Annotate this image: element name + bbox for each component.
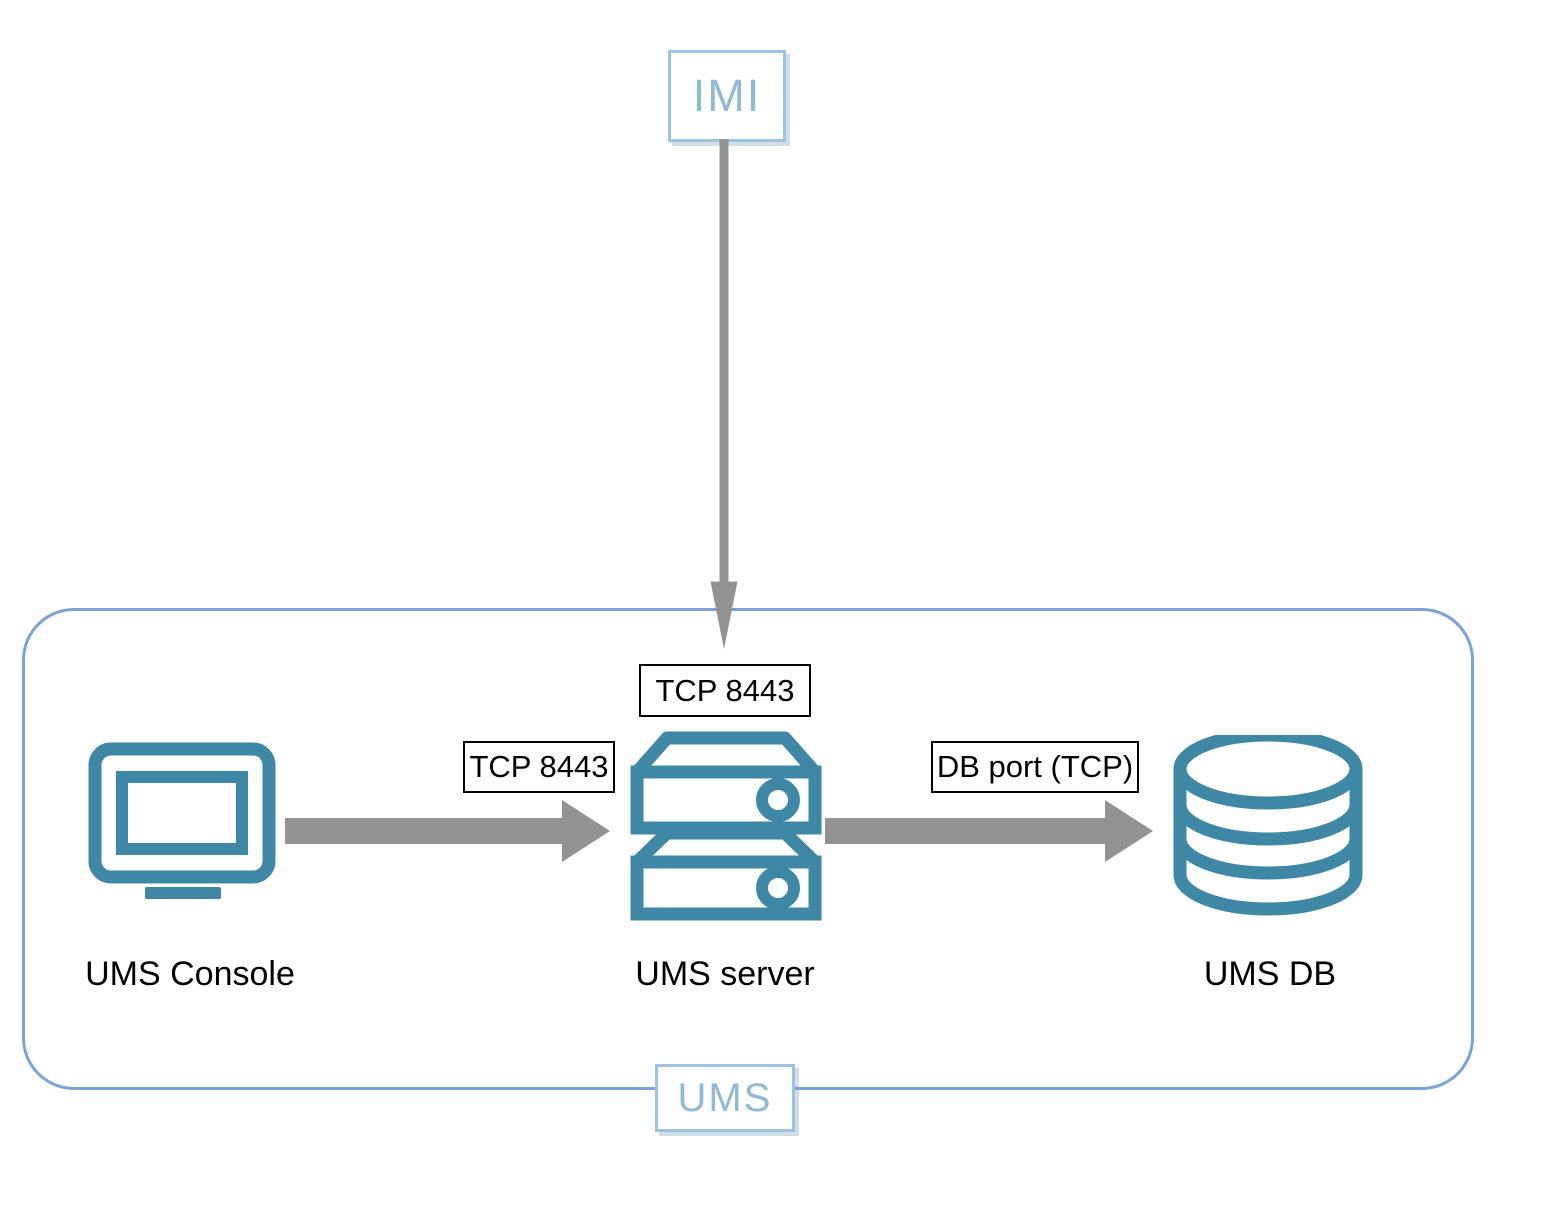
node-ums-console bbox=[80, 735, 295, 920]
node-ums-db bbox=[1168, 728, 1368, 920]
port-label-server-to-db-text: DB port (TCP) bbox=[936, 749, 1134, 784]
arrow-ums-server-to-ums-db bbox=[825, 800, 1153, 862]
port-label-server-to-db: DB port (TCP) bbox=[931, 741, 1139, 793]
port-label-console-to-server-text: TCP 8443 bbox=[469, 749, 609, 784]
node-caption-ums-server: UMS server bbox=[635, 955, 815, 993]
monitor-icon bbox=[88, 742, 276, 899]
ums-zone-tag: UMS bbox=[655, 1064, 795, 1132]
port-label-imi-to-server: TCP 8443 bbox=[639, 664, 811, 717]
imi-system-tag-label: IMI bbox=[692, 70, 762, 121]
port-label-console-to-server: TCP 8443 bbox=[463, 741, 615, 793]
imi-system-tag: IMI bbox=[668, 50, 786, 142]
node-caption-ums-console: UMS Console bbox=[85, 955, 295, 993]
port-label-imi-to-server-text: TCP 8443 bbox=[655, 672, 795, 708]
node-ums-server bbox=[630, 728, 825, 923]
arrow-console-to-ums-server bbox=[285, 800, 610, 862]
ums-zone-tag-label: UMS bbox=[677, 1075, 773, 1120]
server-rack-icon bbox=[630, 731, 822, 921]
database-cylinder-icon bbox=[1173, 728, 1363, 916]
node-caption-ums-db: UMS DB bbox=[1203, 955, 1337, 993]
arrow-imi-to-ums-server bbox=[710, 139, 738, 649]
